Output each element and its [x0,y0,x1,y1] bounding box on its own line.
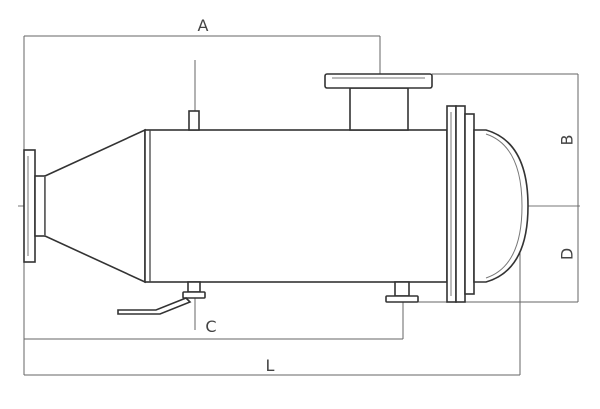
main-shell [144,129,448,283]
outlet-nozzle [324,73,433,131]
dimension-b [432,73,579,206]
label-b: B [558,135,577,146]
body-flange [446,105,475,303]
inlet-flange [23,149,46,263]
label-c: C [205,317,216,336]
cone-reducer [44,128,146,284]
dished-head [473,129,529,283]
valve-handle [117,297,192,315]
dimension-d [408,206,579,303]
drain-nozzle [385,281,419,303]
drain-valve [117,281,206,315]
vent-nozzle [188,110,200,131]
label-l: L [266,356,275,375]
label-a: A [198,16,209,35]
label-d: D [558,248,577,260]
